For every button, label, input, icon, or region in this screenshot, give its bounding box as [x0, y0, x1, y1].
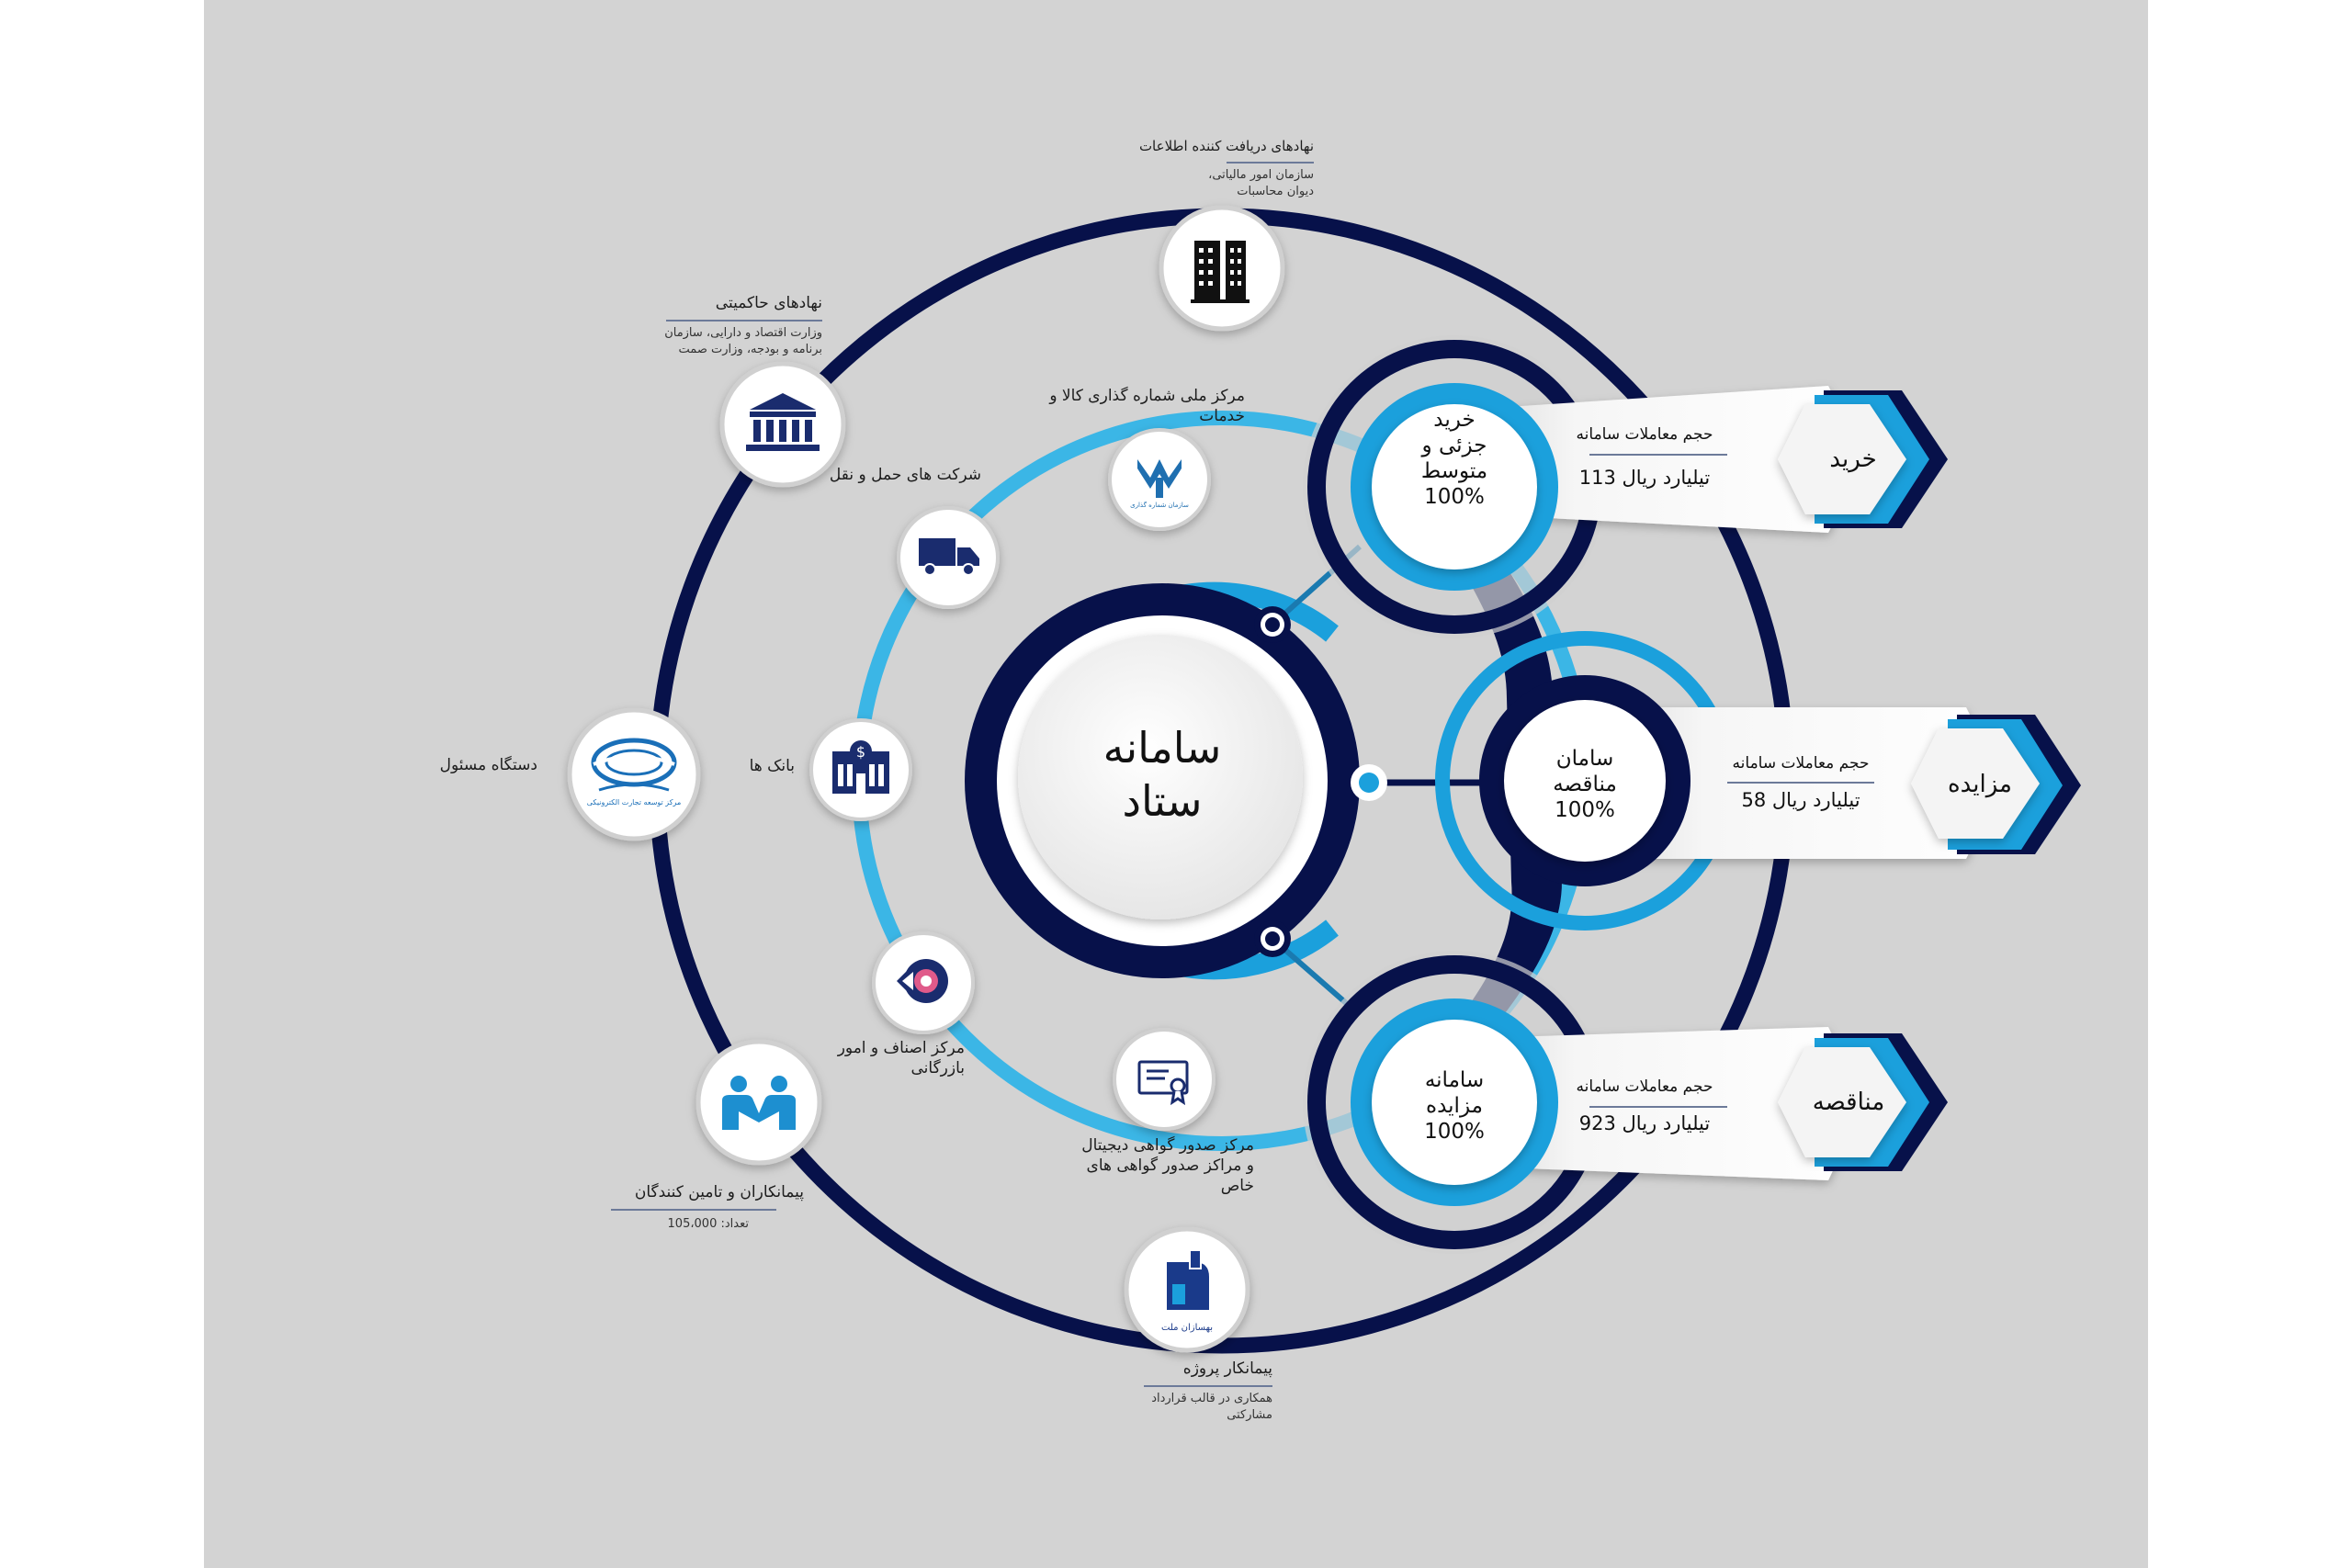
svg-text:$: $ — [856, 743, 865, 761]
contractors-label: پیمانکاران و تامین کنندگان تعداد: 105،00… — [597, 1183, 804, 1233]
e-commerce-center-logo-icon: مرکز توسعه تجارت الکترونیکی — [587, 738, 681, 807]
contractors-title: پیمانکاران و تامین کنندگان — [634, 1183, 804, 1201]
tab-label-monaghese: مزایده — [1948, 771, 2012, 798]
bank-building-icon: $ — [832, 740, 889, 794]
mozayede-circle-l1: سامانه — [1425, 1068, 1484, 1092]
project-label: پیمانکار پروژه همکاری در قالب قرارداد مش… — [1125, 1359, 1272, 1424]
outer-node-governance[interactable] — [719, 361, 846, 488]
tab-hexagon-mozayede[interactable] — [1778, 1047, 1906, 1157]
gear-logo-icon — [897, 959, 948, 1003]
hub-dot-top — [1254, 606, 1291, 643]
kharid-card-title: حجم معاملات سامانه — [1577, 425, 1713, 444]
transport-label: شرکت های حمل و نقل — [829, 466, 981, 484]
inner-node-goods[interactable]: سازمان شماره گذاری — [1108, 428, 1211, 531]
office-buildings-icon — [1191, 241, 1250, 303]
monaghese-card-value: 58 تیلیارد ریال — [1741, 789, 1860, 811]
governance-subtitle: وزارت اقتصاد و دارایی، سازمان برنامه و ب… — [664, 326, 822, 356]
inner-node-guilds[interactable] — [872, 931, 975, 1034]
inner-node-banks[interactable]: $ — [809, 718, 912, 821]
receivers-title: نهادهای دریافت کننده اطلاعات — [1138, 138, 1314, 154]
system-card-mozayede — [1479, 1027, 1865, 1180]
monaghese-card-title: حجم معاملات سامانه — [1733, 754, 1870, 773]
banks-label: بانک ها — [749, 757, 795, 775]
outer-node-receivers[interactable] — [1159, 205, 1285, 332]
receivers-subtitle: سازمان امور مالیاتی، دیوان محاسبات — [1208, 168, 1314, 198]
kharid-circle-l2: جزئی و — [1421, 434, 1487, 457]
governance-title: نهادهای حاکمیتی — [715, 294, 822, 312]
behsazan-mellat-logo-icon: بهسازان ملت — [1161, 1249, 1213, 1333]
outer-node-responsible[interactable]: مرکز توسعه تجارت الکترونیکی — [567, 707, 701, 841]
cert-label: مرکز صدور گواهی دیجیتال و مراکز صدور گوا… — [1081, 1136, 1254, 1195]
mozayede-card-value: 923 تیلیارد ریال — [1579, 1112, 1711, 1134]
kharid-circle-l4: 100% — [1424, 485, 1485, 509]
project-underline — [1144, 1385, 1272, 1387]
goods-coding-logo-icon: سازمان شماره گذاری — [1130, 459, 1189, 509]
receivers-underline — [1227, 162, 1314, 164]
governance-label: نهادهای حاکمیتی وزارت اقتصاد و دارایی، س… — [643, 294, 822, 358]
receivers-label: نهادهای دریافت کننده اطلاعات سازمان امور… — [1116, 138, 1314, 200]
government-bank-icon — [746, 393, 820, 451]
certificate-icon — [1137, 1060, 1189, 1106]
kharid-circle-l1: خرید — [1433, 408, 1475, 432]
inner-node-cert[interactable] — [1113, 1028, 1216, 1131]
inner-node-transport[interactable] — [897, 506, 1000, 609]
project-title: پیمانکار پروژه — [1182, 1359, 1272, 1378]
responsible-logo-text: مرکز توسعه تجارت الکترونیکی — [587, 798, 681, 807]
tab-hexagon-kharid[interactable] — [1778, 404, 1906, 514]
system-card-kharid — [1479, 386, 1865, 533]
mozayede-circle-l2: مزایده — [1426, 1094, 1483, 1118]
governance-underline — [666, 320, 822, 321]
goods-label: مرکز ملی شماره گذاری کالا و خدمات — [1049, 387, 1245, 425]
contractors-subtitle: تعداد: 105،000 — [667, 1217, 749, 1231]
monaghese-circle-l2: مناقصه — [1553, 773, 1617, 796]
mozayede-circle-l3: 100% — [1424, 1120, 1485, 1144]
tab-hexagon-monaghese[interactable] — [1911, 728, 2040, 839]
tab-label-kharid: خرید — [1829, 446, 1876, 473]
center-hub[interactable]: سامانه ستاد — [965, 583, 1360, 978]
outer-node-contractors[interactable] — [695, 1039, 822, 1166]
contractors-underline — [611, 1209, 776, 1211]
monaghese-circle-l3: 100% — [1555, 798, 1615, 822]
center-title-line1: سامانه — [1103, 723, 1222, 773]
handshake-people-icon — [722, 1076, 796, 1130]
center-title-line2: ستاد — [1123, 776, 1203, 826]
mozayede-card-title: حجم معاملات سامانه — [1577, 1077, 1713, 1096]
hub-dot-bottom — [1254, 920, 1291, 957]
kharid-card-value: 113 تیلیارد ریال — [1579, 467, 1711, 489]
goods-logo-text: سازمان شماره گذاری — [1130, 501, 1189, 509]
system-kharid[interactable] — [1303, 335, 1948, 638]
responsible-title: دستگاه مسئول — [439, 756, 537, 774]
truck-icon — [919, 538, 979, 576]
system-mozayede[interactable] — [1303, 951, 1948, 1254]
monaghese-circle-l1: سامان — [1556, 747, 1614, 771]
guilds-label: مرکز اصناف و امور بازرگانی — [837, 1039, 965, 1077]
kharid-circle-l3: متوسط — [1421, 459, 1487, 483]
outer-node-project[interactable]: بهسازان ملت — [1124, 1226, 1250, 1353]
project-subtitle: همکاری در قالب قرارداد مشارکتی — [1151, 1392, 1272, 1422]
hub-dot-middle — [1351, 764, 1387, 801]
project-logo-text: بهسازان ملت — [1161, 1323, 1213, 1333]
tab-label-mozayede: مناقصه — [1813, 1089, 1885, 1116]
